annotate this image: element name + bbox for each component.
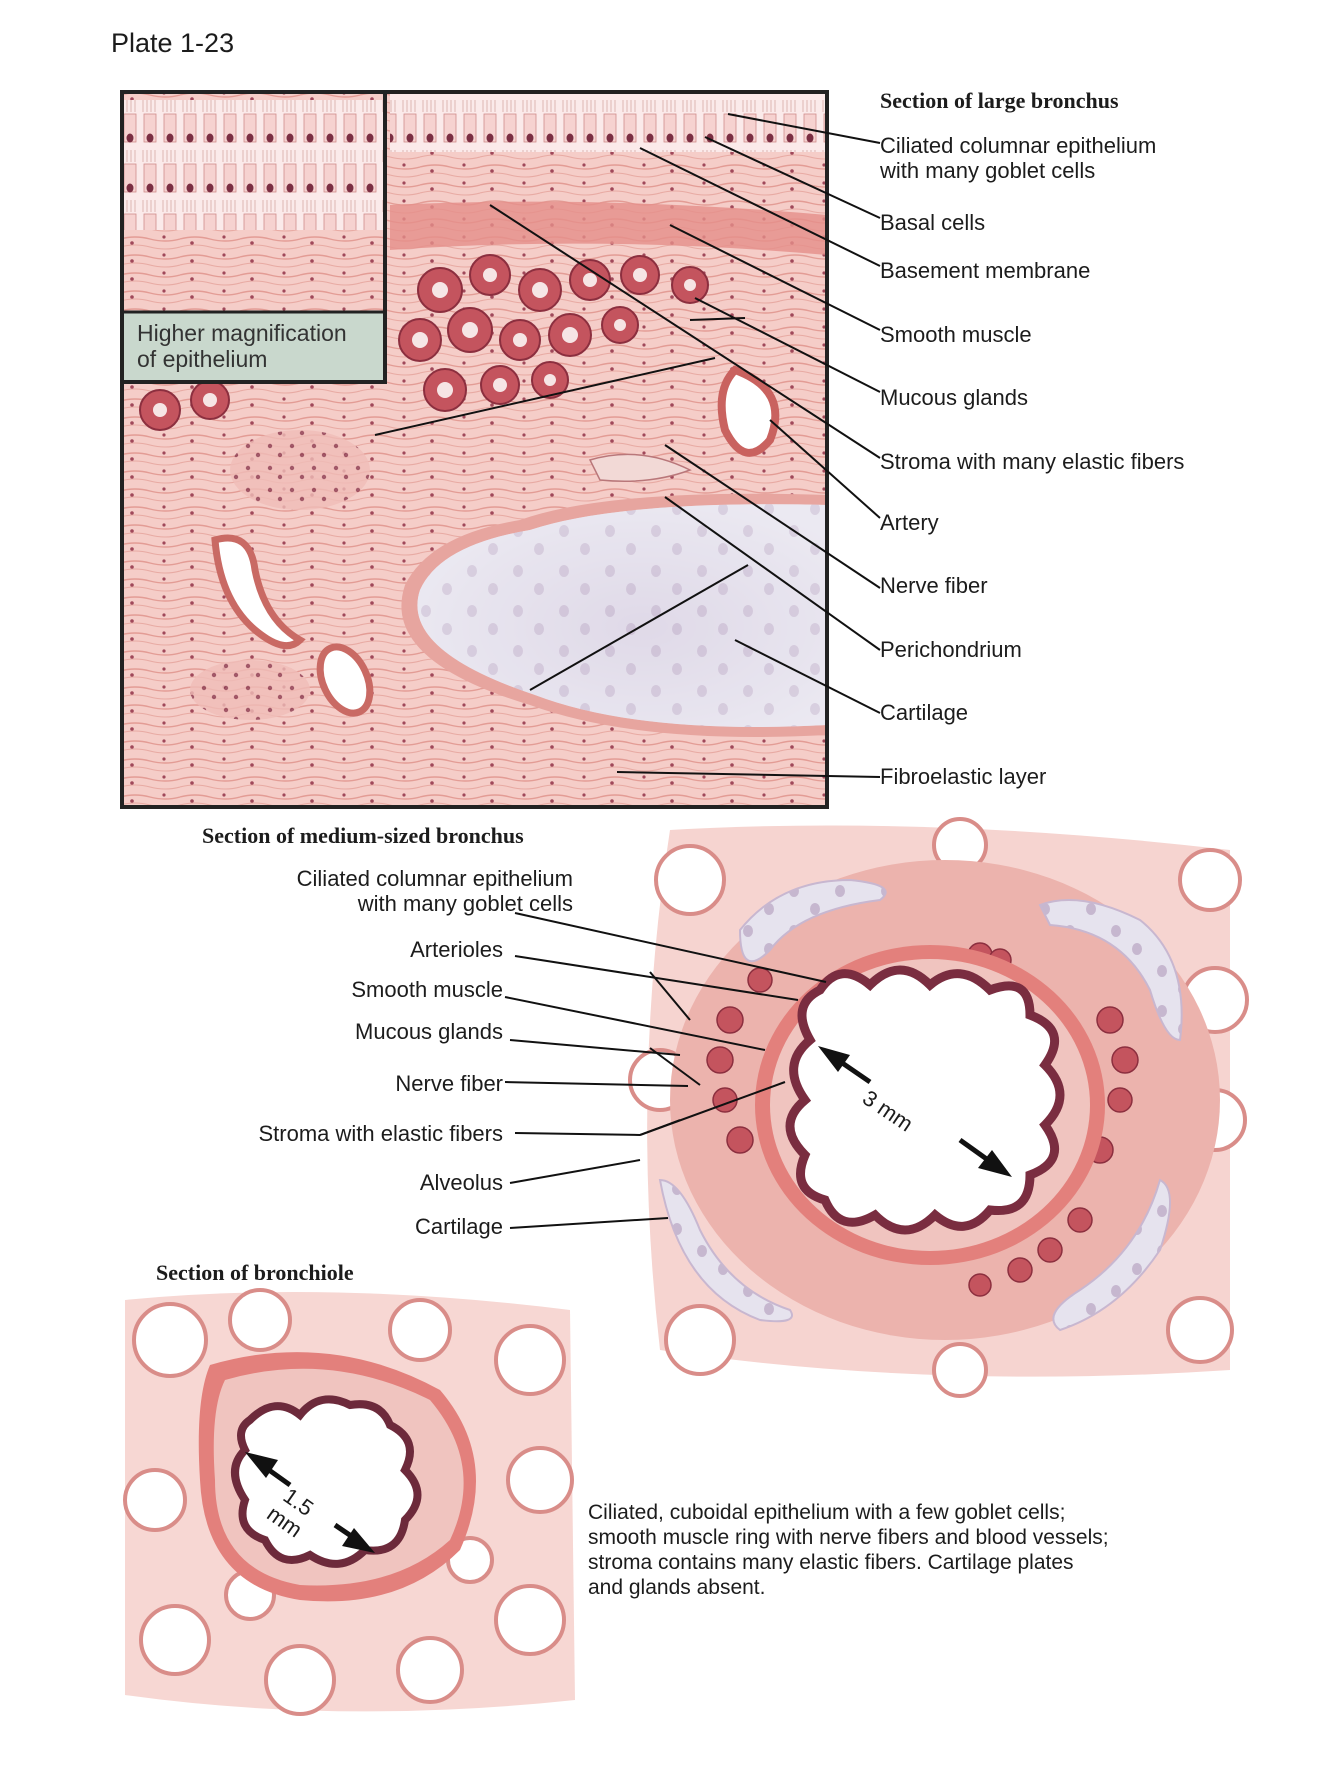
large-bronchus-leaders [374,113,881,778]
bronchiole-caption: Ciliated, cuboidal epithelium with a few… [588,1501,1109,1599]
medium-label-stroma: Stroma with elastic fibers [258,1121,503,1146]
medium-measure-arrow [818,1046,1012,1177]
label-cartilage: Cartilage [880,700,969,725]
label-artery: Artery [880,510,939,535]
large-bronchus-title: Section of large bronchus [880,88,1119,113]
medium-label-nerve-fiber: Nerve fiber [395,1071,503,1096]
medium-label-arterioles: Arterioles [410,937,503,962]
label-fibroelastic-layer: Fibroelastic layer [880,764,1047,789]
label-perichondrium: Perichondrium [880,637,1022,662]
bronchiole-section [123,1288,575,1716]
label-mucous-glands: Mucous glands [880,385,1028,410]
inset-label-line1: Higher magnification [137,320,347,346]
label-nerve-fiber: Nerve fiber [880,573,988,598]
medium-label-mucous-glands: Mucous glands [355,1019,503,1044]
label-basal-cells: Basal cells [880,210,986,235]
bronchiole-measure-arrow [245,1452,375,1553]
plate-number: Plate 1-23 [111,28,235,58]
bronchiole-title: Section of bronchiole [156,1260,354,1285]
medium-label-alveolus: Alveolus [419,1170,503,1195]
medium-bronchus-title: Section of medium-sized bronchus [202,823,524,848]
label-basement-membrane: Basement membrane [880,258,1091,283]
medium-bronchus-leaders [504,912,827,1229]
inset-label: Higher magnification of epithelium [137,320,347,372]
medium-label-cartilage: Cartilage [414,1214,503,1239]
inset-label-line2: of epithelium [137,346,268,372]
epithelium-inset [120,90,387,384]
medium-bronchus-section [628,817,1249,1398]
medium-label-smooth-muscle: Smooth muscle [351,977,503,1002]
label-smooth-muscle: Smooth muscle [880,322,1032,347]
label-stroma: Stroma with many elastic fibers [880,449,1185,474]
